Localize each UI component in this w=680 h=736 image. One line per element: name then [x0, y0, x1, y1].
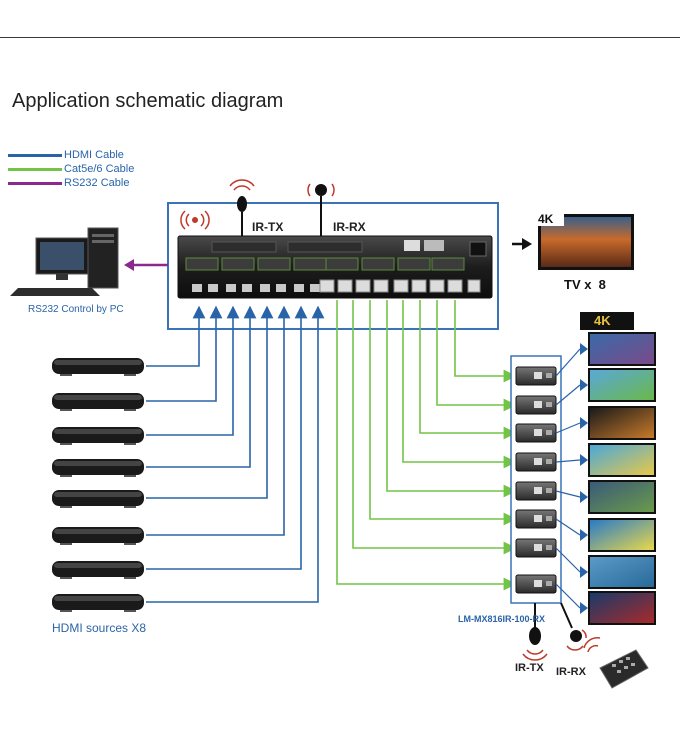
tv-screen [580, 332, 656, 366]
page-title: Application schematic diagram [12, 90, 284, 112]
cat-cable [369, 300, 517, 526]
hdmi-cable [146, 305, 274, 499]
hdmi-cable [146, 305, 257, 468]
tv-screen [580, 443, 656, 477]
legend-cat: Cat5e/6 Cable [8, 162, 134, 176]
legend-rs232: RS232 Cable [8, 176, 129, 190]
tv-screen [580, 368, 656, 402]
rx-to-tv-cable [555, 518, 581, 536]
rx-to-tv-cable [555, 547, 581, 573]
legend-hdmi-label: HDMI Cable [64, 149, 124, 161]
cat-cable [336, 300, 517, 591]
cat-cable [454, 300, 517, 383]
tv-screen [580, 406, 656, 440]
hdmi-source-device [52, 358, 144, 376]
hdmi-cable [146, 305, 325, 603]
rx-to-tv-cable [555, 422, 581, 434]
rx-to-tv-cable [555, 459, 581, 463]
cat-cable [352, 300, 517, 555]
pc-label: RS232 Control by PC [28, 304, 124, 315]
rx-receiver-unit [515, 574, 557, 594]
hdmi-source-device [52, 393, 144, 411]
legend-rs232-swatch [8, 181, 62, 185]
ir-rx-bottom-label: IR-RX [556, 666, 586, 678]
cat-cable [386, 300, 517, 498]
hdmi-sources-label: HDMI sources X8 [52, 621, 147, 635]
hdmi-cable [146, 305, 308, 570]
legend-hdmi: HDMI Cable [8, 148, 124, 162]
rx-receiver-unit [515, 538, 557, 558]
legend-cat-label: Cat5e/6 Cable [64, 163, 135, 175]
matrix-switcher [177, 235, 493, 299]
rx-to-tv-cable [555, 384, 581, 406]
remote-control-icon [583, 637, 649, 689]
rx-receiver-unit [515, 509, 557, 529]
rx-to-tv-cable [555, 348, 581, 377]
hdmi-source-device [52, 490, 144, 508]
tv-screen [580, 518, 656, 552]
tv-count-label: TV x 8 [564, 277, 606, 292]
rx-receiver-unit [515, 366, 557, 386]
hdmi-source-device [52, 561, 144, 579]
legend-hdmi-swatch [8, 153, 62, 157]
tv-screen [580, 555, 656, 589]
badge-rx-bg [580, 312, 634, 330]
pc-icon [10, 227, 119, 296]
ir-rx-top-icon [307, 183, 335, 236]
ir-rx-bottom-icon [560, 602, 587, 651]
rx-receiver-unit [515, 395, 557, 415]
rx-receiver-unit [515, 452, 557, 472]
hdmi-cable [146, 305, 240, 436]
rx-receiver-unit [515, 481, 557, 501]
hdmi-source-device [52, 527, 144, 545]
legend-cat-swatch [8, 167, 62, 171]
rx-badge-4k: 4K [594, 313, 611, 328]
tv-screen [580, 591, 656, 625]
cat-cable [419, 300, 517, 440]
ir-tx-top-icon [229, 179, 255, 236]
ir-tx-top-label: IR-TX [252, 220, 284, 234]
rx-receiver-unit [515, 423, 557, 443]
ir-rx-top-label: IR-RX [333, 220, 366, 234]
tv-badge-4k: 4K [538, 212, 554, 226]
top-divider [0, 37, 680, 38]
ir-icon-frame [180, 210, 210, 230]
hdmi-source-device [52, 427, 144, 445]
hdmi-source-device [52, 594, 144, 612]
ir-tx-bottom-label: IR-TX [515, 662, 544, 674]
hdmi-cable [146, 305, 291, 536]
tv-arrowhead [522, 238, 532, 250]
tv-screen [580, 480, 656, 514]
cat-cable [402, 300, 517, 469]
cat-cables [336, 300, 517, 591]
ir-tx-bottom-icon [522, 603, 548, 661]
hdmi-cable [146, 305, 223, 402]
rx-receivers [515, 366, 557, 594]
rx-to-tv-cable [555, 583, 581, 609]
hdmi-cables [146, 305, 325, 603]
rs232-arrowhead [124, 259, 134, 271]
rx-model-label: LM-MX816IR-100-RX [458, 614, 546, 624]
rx-frame [510, 355, 562, 604]
tv-icon [536, 212, 634, 270]
cat-cable [436, 300, 517, 412]
hdmi-sources [52, 358, 144, 612]
rx-to-tv-cable [555, 490, 581, 498]
tv-screens [555, 332, 656, 625]
hdmi-cable [146, 305, 206, 367]
hdmi-source-device [52, 459, 144, 477]
legend-rs232-label: RS232 Cable [64, 177, 130, 189]
